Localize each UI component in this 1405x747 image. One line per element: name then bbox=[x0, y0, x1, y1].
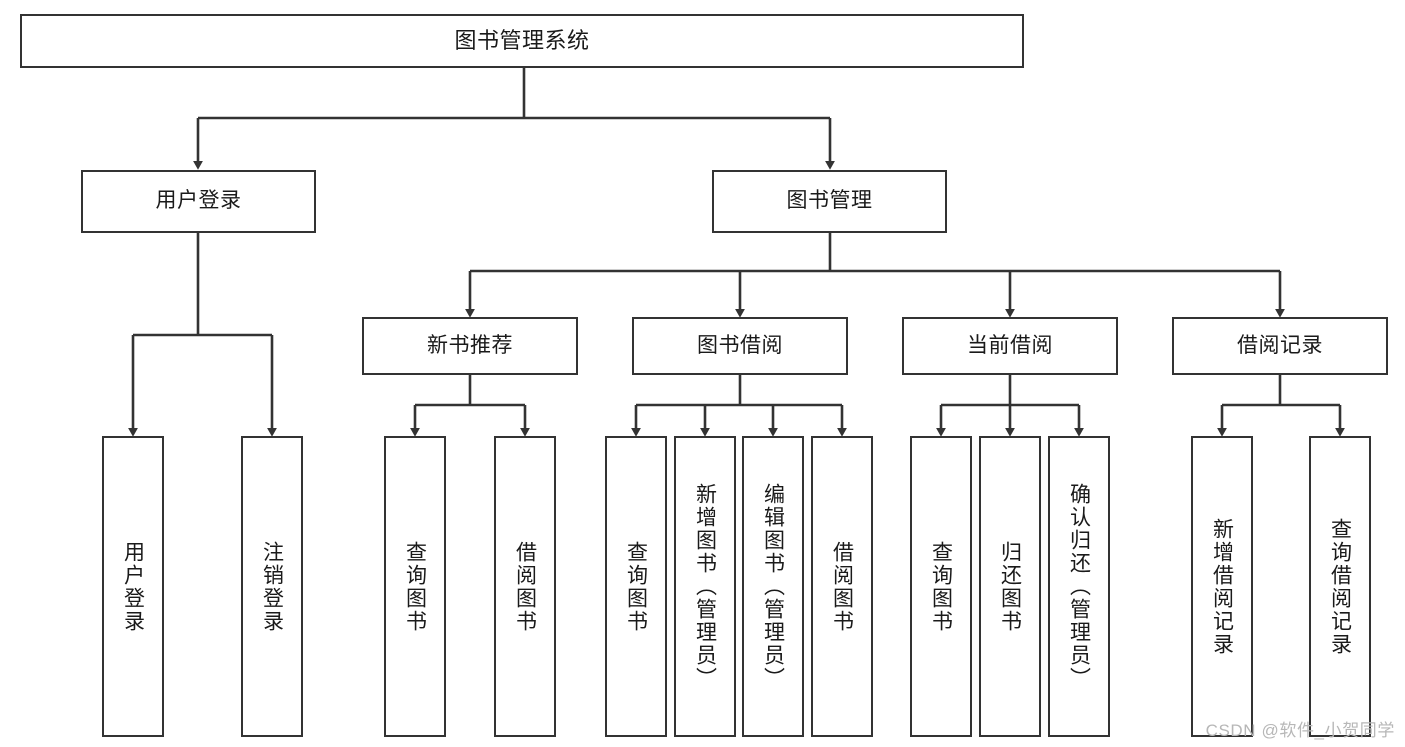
node-leaf-borrow-book-1[interactable]: 借阅图书 bbox=[494, 436, 556, 737]
node-label: 借阅图书 bbox=[513, 540, 537, 633]
node-leaf-edit-book[interactable]: 编辑图书（管理员） bbox=[742, 436, 804, 737]
node-leaf-add-record[interactable]: 新增借阅记录 bbox=[1191, 436, 1253, 737]
node-label: 注销登录 bbox=[260, 540, 284, 633]
node-leaf-query-book-2[interactable]: 查询图书 bbox=[605, 436, 667, 737]
node-label: 图书管理系统 bbox=[454, 28, 590, 54]
node-label: 查询图书 bbox=[929, 540, 953, 633]
node-label: 新书推荐 bbox=[427, 333, 513, 357]
node-label: 新增图书（管理员） bbox=[693, 483, 717, 690]
node-leaf-add-book[interactable]: 新增图书（管理员） bbox=[674, 436, 736, 737]
node-label: 编辑图书（管理员） bbox=[761, 483, 785, 690]
node-label: 查询借阅记录 bbox=[1328, 517, 1352, 656]
csdn-watermark: CSDN @软件_小贺同学 bbox=[1205, 721, 1395, 740]
node-leaf-return-book[interactable]: 归还图书 bbox=[979, 436, 1041, 737]
node-label: 查询图书 bbox=[403, 540, 427, 633]
node-leaf-query-record[interactable]: 查询借阅记录 bbox=[1309, 436, 1371, 737]
node-leaf-borrow-book-2[interactable]: 借阅图书 bbox=[811, 436, 873, 737]
node-label: 确认归还（管理员） bbox=[1067, 483, 1091, 690]
node-label: 用户登录 bbox=[155, 189, 242, 213]
node-user-login[interactable]: 用户登录 bbox=[81, 170, 316, 233]
node-leaf-query-book-3[interactable]: 查询图书 bbox=[910, 436, 972, 737]
node-leaf-confirm-return[interactable]: 确认归还（管理员） bbox=[1048, 436, 1110, 737]
node-label: 图书借阅 bbox=[697, 333, 783, 357]
node-root-book-management-system[interactable]: 图书管理系统 bbox=[20, 14, 1024, 68]
node-leaf-logout-login[interactable]: 注销登录 bbox=[241, 436, 303, 737]
node-leaf-user-login[interactable]: 用户登录 bbox=[102, 436, 164, 737]
node-label: 查询图书 bbox=[624, 540, 648, 633]
node-new-book-recommend[interactable]: 新书推荐 bbox=[362, 317, 578, 375]
node-borrow-record[interactable]: 借阅记录 bbox=[1172, 317, 1388, 375]
node-label: 图书管理 bbox=[786, 189, 873, 213]
node-label: 归还图书 bbox=[998, 540, 1022, 633]
node-book-borrow[interactable]: 图书借阅 bbox=[632, 317, 848, 375]
node-label: 用户登录 bbox=[121, 540, 145, 633]
node-label: 新增借阅记录 bbox=[1210, 517, 1234, 656]
node-current-borrow[interactable]: 当前借阅 bbox=[902, 317, 1118, 375]
node-leaf-query-book-1[interactable]: 查询图书 bbox=[384, 436, 446, 737]
node-label: 借阅图书 bbox=[830, 540, 854, 633]
node-label: 借阅记录 bbox=[1237, 333, 1323, 357]
node-book-management[interactable]: 图书管理 bbox=[712, 170, 947, 233]
node-label: 当前借阅 bbox=[967, 333, 1053, 357]
